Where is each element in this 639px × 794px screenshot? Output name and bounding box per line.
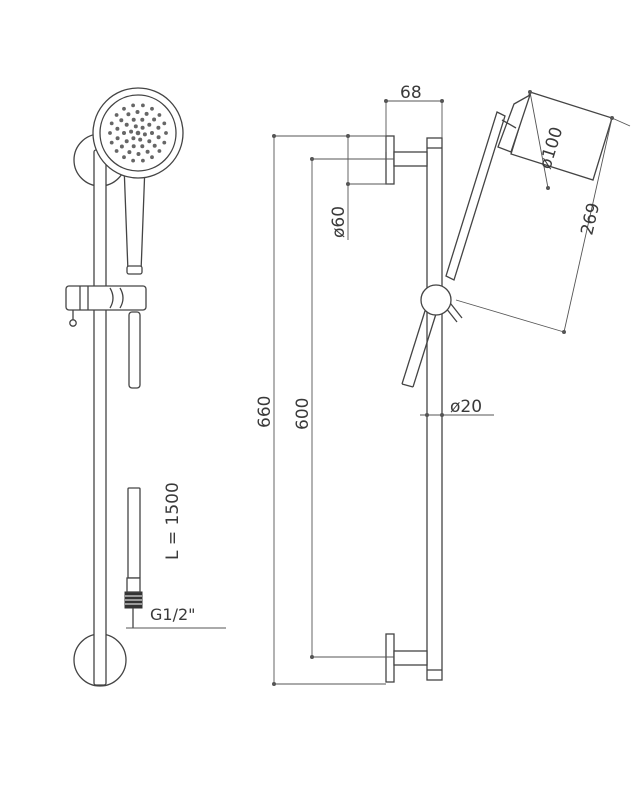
nozzle-hole [122,155,126,160]
nozzle-hole [138,137,143,142]
nozzle-hole [131,117,136,122]
nozzle-hole [144,111,149,116]
nozzle-hole [119,144,124,149]
nozzle-hole [156,135,161,140]
nozzle-hole [162,121,167,126]
nozzle-hole [140,144,145,149]
nozzle-hole [127,150,132,155]
nozzle-hole [129,129,134,134]
nozzle-hole [109,140,114,145]
nozzle-hole [150,131,154,135]
nozzle-hole [157,113,162,117]
dim-68-label: 68 [400,83,422,103]
nozzle-hole [141,158,145,163]
nozzle-hole [145,149,150,154]
dim-269-label: 269 [577,201,604,237]
nozzle-hole [131,103,136,108]
nozzle-hole [150,155,154,160]
nozzle-hole [164,131,168,135]
nozzle-hole [119,118,124,123]
side-hand-shower [445,91,613,281]
nozzle-hole [147,139,152,144]
side-holder [401,284,463,388]
nozzle-hole [156,125,161,130]
bottom-wall-mount [385,633,428,683]
thread-label: G1/2" [150,605,196,624]
nozzle-hole [141,103,145,108]
hose-assembly [124,487,226,629]
nozzle-hole [131,144,136,149]
top-wall-mount [385,135,428,185]
nozzle-hole [152,143,157,148]
nozzle-hole [124,139,129,144]
nozzle-hole [131,158,136,163]
nozzle-hole [150,106,154,111]
side-bar [426,137,443,681]
nozzle-hole [136,152,141,156]
hose-length-label: L = 1500 [163,482,183,560]
nozzle-hole [109,121,114,126]
nozzle-hole [108,131,112,135]
dim-600-label: 600 [293,398,313,430]
side-view: 68 660 600 ø60 ø20 ø100 [255,83,631,686]
nozzle-hole [142,132,147,137]
handle-ring [126,265,143,275]
nozzle-hole [114,113,119,117]
nozzle-hole [140,125,145,130]
hand-shower-handle [123,164,146,273]
hose-stub [128,311,141,389]
nozzle-hole [133,124,138,129]
nozzle-hole [131,136,136,141]
nozzle-hole [122,106,126,111]
slider-holder [65,285,147,327]
nozzle-hole [126,112,131,117]
nozzle-hole [147,122,152,127]
nozzle-hole [115,136,120,141]
shower-head-face [92,87,184,179]
nozzle-hole [114,149,119,153]
holder-knob [420,284,452,316]
dim-o20-label: ø20 [450,397,482,417]
nozzle-hole [135,130,141,136]
riser-bar [93,149,107,686]
nozzle-hole [115,126,120,131]
nozzle-hole [157,149,162,153]
dim-660-label: 660 [255,396,275,428]
nozzle-hole [140,117,145,122]
front-view: L = 1500 G1/2" [65,87,226,687]
nozzle-hole [122,131,126,135]
dim-o60-label: ø60 [329,206,349,238]
nozzle-hole [162,140,167,145]
nozzle-hole [152,117,157,122]
nozzle-hole [124,122,129,127]
nozzle-hole [135,110,140,114]
